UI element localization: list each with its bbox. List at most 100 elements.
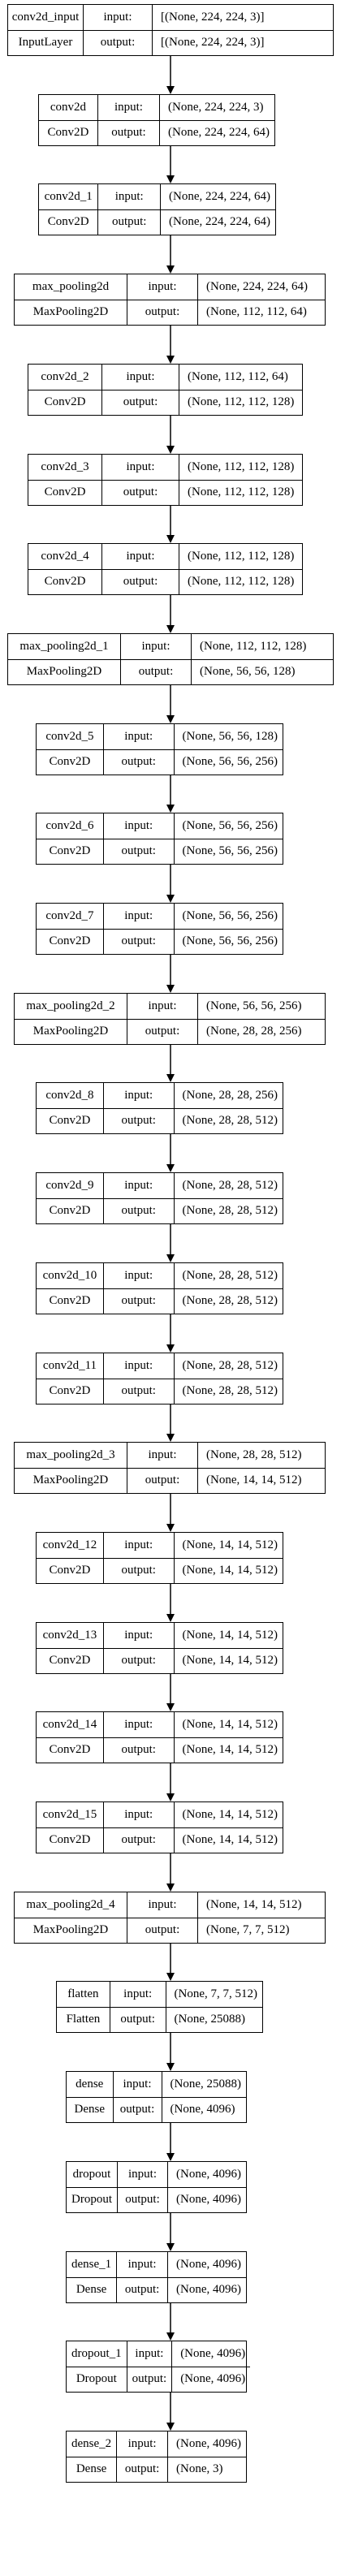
- input-shape: (None, 112, 112, 64): [179, 365, 302, 390]
- io-shapes: (None, 56, 56, 256)(None, 28, 28, 256): [198, 994, 325, 1044]
- io-labels: input:output:: [103, 1533, 175, 1583]
- layer-name: conv2d_2: [28, 365, 101, 390]
- input-label: input:: [103, 1802, 174, 1828]
- output-shape: (None, 112, 112, 128): [188, 575, 295, 589]
- io-shapes: (None, 224, 224, 64)(None, 224, 224, 64): [161, 184, 275, 235]
- layer-name: conv2d_10: [37, 1263, 103, 1289]
- io-labels: input:output:: [127, 2341, 173, 2392]
- output-shape: (None, 7, 7, 512): [206, 1923, 290, 1937]
- layer-type: Conv2D: [49, 934, 91, 948]
- input-shape: (None, 14, 14, 512): [174, 1533, 283, 1559]
- input-label: input:: [103, 904, 174, 930]
- layer-type: MaxPooling2D: [32, 1923, 109, 1937]
- arrow-head-icon: [166, 535, 175, 543]
- output-shape: (None, 56, 56, 128): [200, 665, 296, 679]
- layer-type: Dropout: [76, 2372, 117, 2386]
- input-label: input:: [103, 1353, 174, 1379]
- arrow-head-icon: [166, 2243, 175, 2251]
- io-shapes: (None, 56, 56, 128)(None, 56, 56, 256): [174, 724, 283, 775]
- output-shape: (None, 56, 56, 256): [182, 934, 278, 948]
- io-shapes: (None, 28, 28, 512)(None, 28, 28, 512): [174, 1173, 283, 1223]
- layer-type: MaxPooling2D: [26, 665, 102, 679]
- layer-name: conv2d_7: [37, 904, 103, 930]
- input-shape: (None, 112, 112, 128): [192, 634, 333, 660]
- layer-name: conv2d_13: [37, 1623, 103, 1649]
- layer-name: max_pooling2d: [15, 274, 127, 300]
- io-shapes: (None, 224, 224, 3)(None, 224, 224, 64): [160, 95, 274, 145]
- output-label: output:: [121, 934, 156, 948]
- output-label: output:: [111, 215, 147, 229]
- io-shapes: (None, 4096)(None, 4096): [168, 2252, 246, 2302]
- input-shape: (None, 14, 14, 512): [174, 1802, 283, 1828]
- input-label: input:: [127, 994, 197, 1020]
- input-label: input:: [98, 184, 161, 210]
- output-label: output:: [145, 1025, 180, 1038]
- output-label: output:: [111, 126, 146, 140]
- io-shapes: (None, 14, 14, 512)(None, 14, 14, 512): [174, 1712, 283, 1763]
- layer-type: Conv2D: [44, 575, 86, 589]
- arrow-head-icon: [166, 1524, 175, 1532]
- layer-name: conv2d_5: [37, 724, 103, 750]
- layer-type: Dense: [74, 2103, 106, 2116]
- io-labels: input:output:: [97, 95, 161, 145]
- output-label: output:: [121, 1294, 156, 1308]
- layer-name: conv2d_15: [37, 1802, 103, 1828]
- input-shape: (None, 4096): [168, 2252, 246, 2278]
- output-shape: (None, 224, 224, 64): [168, 126, 270, 140]
- output-label: output:: [145, 1923, 180, 1937]
- input-shape: (None, 28, 28, 512): [174, 1173, 283, 1199]
- output-shape: (None, 28, 28, 512): [182, 1114, 278, 1128]
- io-labels: input:output:: [127, 274, 198, 325]
- output-label: output:: [123, 485, 158, 499]
- io-shapes: (None, 224, 224, 64)(None, 112, 112, 64): [198, 274, 325, 325]
- input-label: input:: [117, 2431, 168, 2457]
- layer-name: dropout: [67, 2162, 117, 2188]
- io-labels: input:output:: [84, 5, 153, 55]
- io-labels: input:output:: [117, 2431, 169, 2482]
- layer-type: MaxPooling2D: [32, 1474, 109, 1487]
- input-shape: (None, 28, 28, 512): [198, 1443, 325, 1469]
- layer-name: conv2d_4: [28, 544, 101, 570]
- output-shape: (None, 14, 14, 512): [182, 1833, 278, 1847]
- output-label: output:: [123, 395, 158, 409]
- io-shapes: (None, 56, 56, 256)(None, 56, 56, 256): [174, 813, 283, 864]
- arrow-head-icon: [166, 356, 175, 364]
- input-label: input:: [103, 1533, 174, 1559]
